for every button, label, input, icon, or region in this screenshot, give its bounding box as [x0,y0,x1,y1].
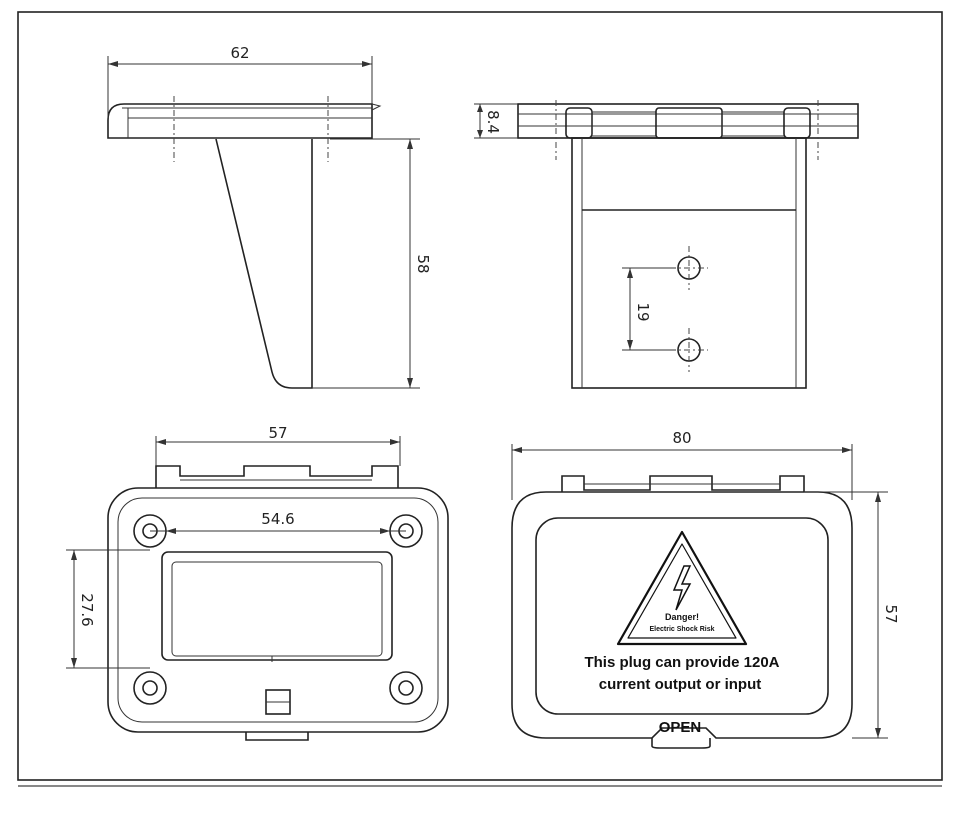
dim-label-plate-thickness: 8.4 [484,110,502,134]
dim-label-back-width: 57 [268,424,287,442]
side-plate [107,103,373,139]
dim-label-side-width: 62 [230,44,249,62]
side-plate-details [122,107,372,138]
lightning-bolt-icon [672,565,692,611]
danger-label: Danger! [665,612,699,622]
dim-arrows [477,104,483,138]
back-window-inner [171,561,383,657]
rear-plate [517,103,859,139]
hinge-knuckle [783,107,811,139]
front-outer-body [511,491,853,739]
open-label: OPEN [659,719,702,736]
back-hinge-tabs [155,465,399,488]
dim-label-hole-span-v: 27.6 [78,593,96,626]
front-view: OPEN Danger! Electric Shock Risk This pl… [511,429,900,749]
hinge-knuckle [655,107,723,139]
dim-label-front-height: 57 [882,604,900,623]
dim-label-front-width: 80 [672,429,691,447]
side-view: 62 58 [107,44,432,389]
back-view: 57 54.6 27.6 [66,424,449,741]
corner-hole-bl [142,680,158,696]
side-plate-lip [371,103,382,111]
shock-risk-label: Electric Shock Risk [650,626,715,633]
drawing-frame [17,11,943,781]
hinge-segment [721,111,785,137]
back-outer-body [107,487,449,733]
label-line-2: current output or input [599,676,761,693]
back-bottom-tab [245,732,309,741]
dim-label-hole-spacing: 19 [634,302,652,321]
back-inner-rim [117,497,439,723]
front-hinge-tabs [561,475,805,492]
rear-view: 19 8.4 [474,100,859,389]
side-leg [215,138,313,389]
front-label-panel [535,517,829,715]
label-line-1: This plug can provide 120A [584,654,779,671]
warning-triangle-inner [627,543,737,639]
back-window-outer [161,551,393,661]
hole-centerlines [670,246,708,372]
open-tab [651,738,711,749]
warning-triangle-outer [616,530,748,646]
dim-label-height: 58 [414,254,432,273]
corner-boss-bl [133,671,167,705]
dim-label-hole-span-h: 54.6 [261,510,294,528]
corner-boss-br [389,671,423,705]
hinge-knuckle [565,107,593,139]
hinge-segment [591,111,657,137]
rear-body [571,137,807,389]
dim-arrows [627,268,633,350]
corner-hole-br [398,680,414,696]
